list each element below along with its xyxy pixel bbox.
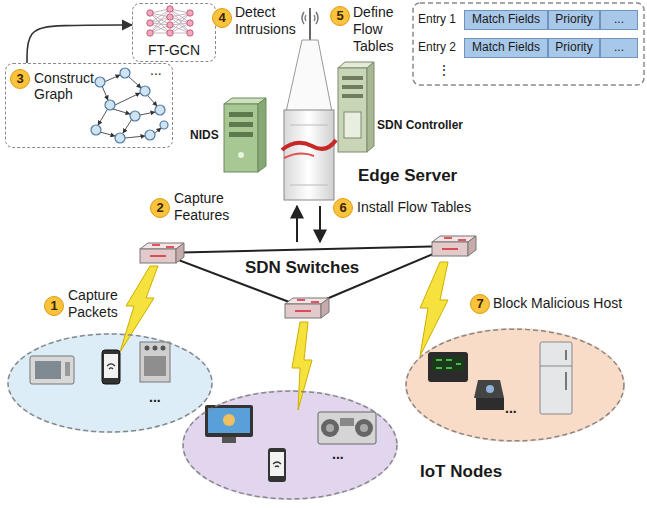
- iot-devices: [30, 342, 170, 384]
- step-label: Install Flow Tables: [357, 199, 471, 216]
- node-text: FT-GCN: [133, 42, 215, 58]
- step-label: Define Flow Tables: [353, 4, 411, 54]
- step-label: Detect Intrusions: [235, 4, 299, 38]
- table-cell: Priority: [548, 10, 600, 30]
- table-row-label: Entry 2: [418, 40, 456, 54]
- nids-server-icon: [224, 98, 266, 172]
- flow-table-box: [413, 3, 644, 85]
- iot-devices: [428, 342, 572, 414]
- install-arrow: [319, 206, 321, 242]
- ellipse-outline: [405, 328, 625, 442]
- edge-server-tower: [282, 8, 336, 200]
- graph-illustration: [91, 68, 168, 143]
- iot-group: ...: [182, 390, 398, 500]
- table-cell: Match Fields: [464, 10, 548, 30]
- iot-group: ...: [405, 328, 625, 442]
- callout-number: 3: [10, 69, 30, 89]
- capture-arrow: [296, 206, 298, 242]
- iot-group-fill: [7, 333, 213, 433]
- iot-group-fill: [182, 390, 398, 500]
- node-text: ...: [614, 41, 624, 55]
- table-cell: ...: [600, 38, 638, 58]
- node-text: Match Fields: [472, 13, 540, 27]
- callout-number: 7: [470, 294, 490, 314]
- table-cell: Match Fields: [464, 38, 548, 58]
- callout-number: 4: [212, 8, 232, 28]
- node-text: ...: [332, 446, 344, 462]
- sdn-controller-icon: [338, 62, 374, 152]
- ellipsis-mark: ...: [150, 62, 162, 79]
- graph-box: Construct Graph: [5, 63, 173, 148]
- device-label: SDN Controller: [377, 118, 463, 132]
- node-text: Priority: [555, 13, 592, 27]
- callout-number: 2: [150, 198, 170, 218]
- ellipsis-mark: ⋮: [437, 62, 451, 79]
- switch-icon: [432, 236, 476, 256]
- iot-group: ...: [7, 333, 213, 433]
- section-title: SDN Switches: [243, 258, 361, 278]
- node-text: Construct Graph: [34, 70, 100, 102]
- section-title: IoT Nodes: [418, 462, 504, 482]
- ellipse-outline: [182, 390, 398, 500]
- device-label: NIDS: [190, 128, 219, 142]
- table-row-label: Entry 1: [418, 12, 456, 26]
- table-cell: ...: [600, 10, 638, 30]
- step-label: Capture Features: [174, 190, 242, 224]
- wireless-bolt: [120, 262, 448, 410]
- callout-number: 1: [44, 296, 64, 316]
- section-title: Edge Server: [356, 166, 459, 186]
- callout-number: 6: [333, 198, 353, 218]
- node-text: ...: [614, 13, 624, 27]
- iot-devices: [205, 405, 376, 482]
- switch-icon: [285, 298, 329, 318]
- ellipse-outline: [7, 333, 213, 433]
- node-text: ...: [505, 400, 517, 416]
- node-text: Priority: [555, 41, 592, 55]
- neural-net-icon: [147, 6, 193, 36]
- node-text: Match Fields: [472, 41, 540, 55]
- callout-number: 5: [330, 6, 350, 26]
- iot-group-fill: [405, 328, 625, 442]
- switch-icon: [140, 243, 184, 263]
- step-label: Capture Packets: [68, 287, 130, 321]
- model-box: FT-GCN: [132, 3, 216, 62]
- step-label: Block Malicious Host: [493, 295, 622, 312]
- table-cell: Priority: [548, 38, 600, 58]
- node-text: ...: [149, 389, 161, 405]
- connector-arrow: [27, 25, 132, 63]
